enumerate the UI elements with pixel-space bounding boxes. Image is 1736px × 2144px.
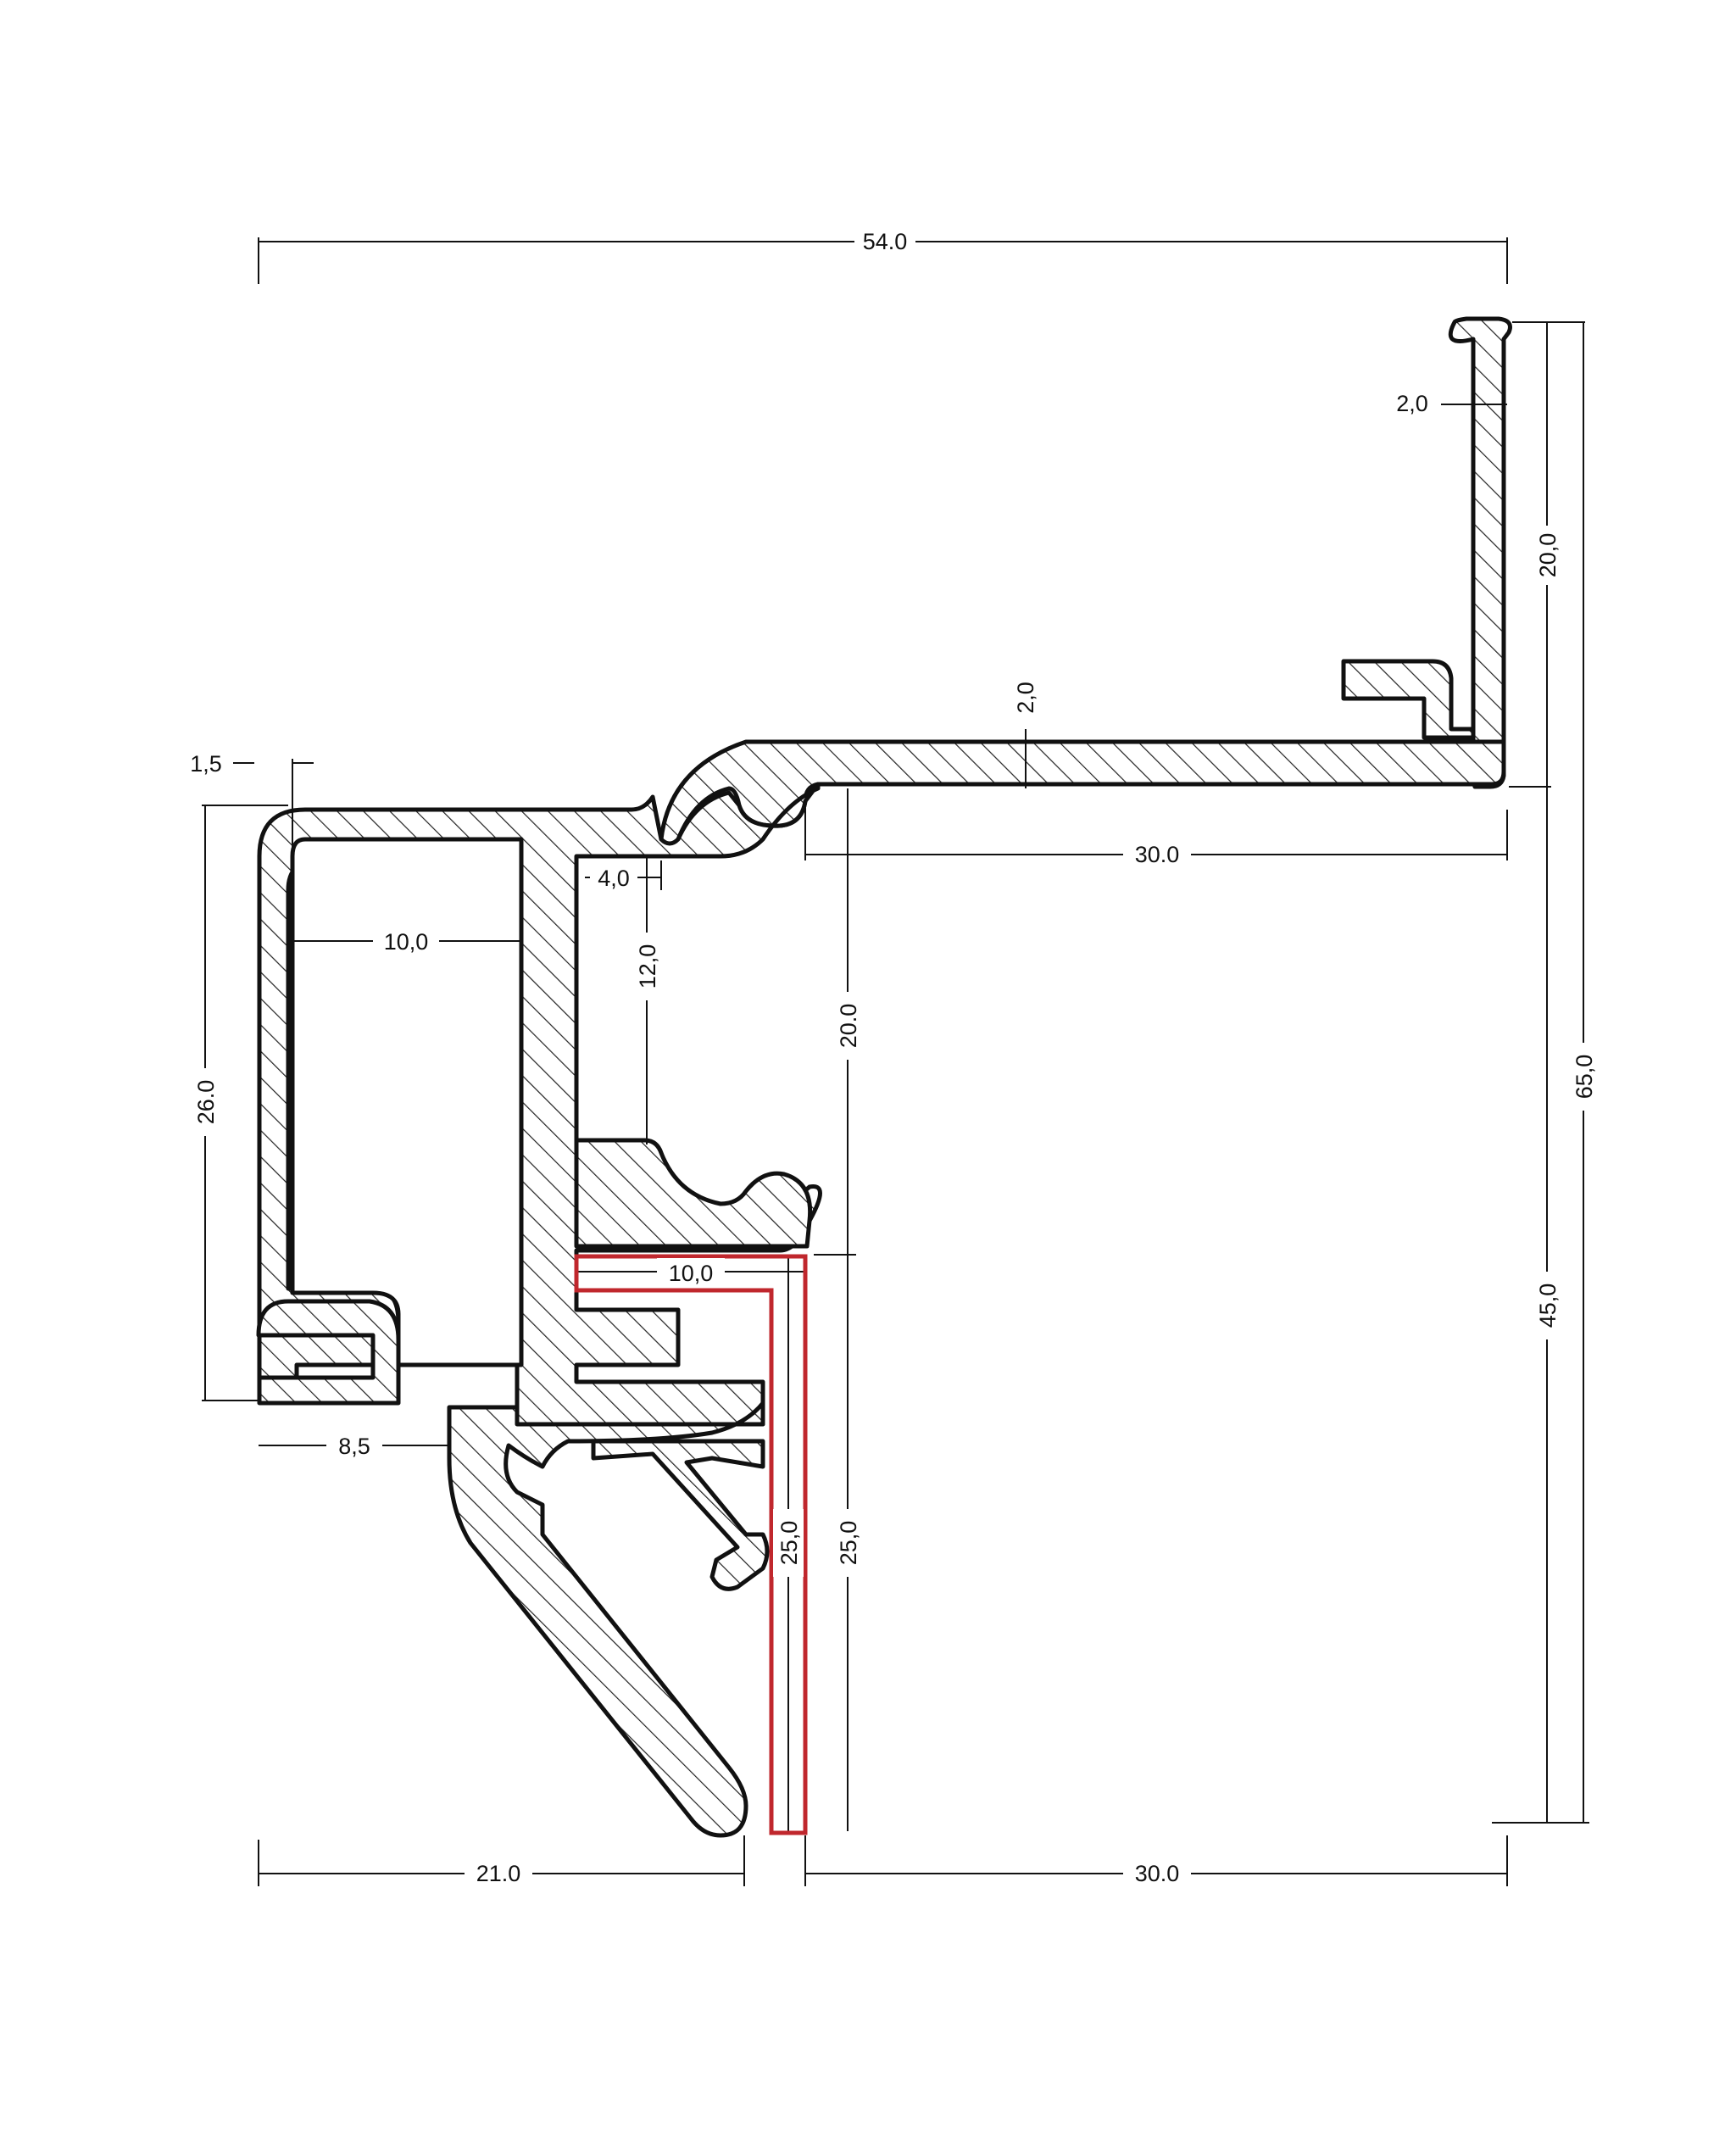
main-arm xyxy=(659,739,1506,850)
dim-foot: 8,5 xyxy=(338,1434,370,1459)
dim-slot-depth: 25,0 xyxy=(776,1521,802,1566)
left-foot xyxy=(256,1299,401,1406)
lower-clip xyxy=(591,1439,770,1591)
aluminium-profile xyxy=(256,316,1512,1838)
dim-inner-gap: 4,0 xyxy=(598,866,630,891)
dim-overall-height: 65,0 xyxy=(1572,1055,1597,1100)
dim-overall-width: 54.0 xyxy=(863,229,908,254)
top-flange xyxy=(1448,316,1512,789)
dim-top-flange-height: 20,0 xyxy=(1535,533,1561,578)
highlighted-slot xyxy=(574,1254,808,1835)
dim-top-span: 30.0 xyxy=(1135,842,1180,867)
dim-left-height: 26.0 xyxy=(193,1080,219,1125)
dimension-labels: 54.0 2,0 20,0 2,0 30.0 65,0 45,0 20.0 12… xyxy=(190,226,1599,1889)
dim-left-lip: 1,5 xyxy=(190,751,222,777)
dim-bottom-left: 21.0 xyxy=(476,1861,521,1886)
lower-leg xyxy=(447,1401,765,1838)
dim-lower-height: 45,0 xyxy=(1535,1284,1561,1328)
dim-inner-width: 10,0 xyxy=(384,929,429,955)
dim-lower-depth: 25,0 xyxy=(836,1521,861,1566)
dim-arm-thickness: 2,0 xyxy=(1013,682,1038,714)
dim-flange-thickness: 2,0 xyxy=(1396,391,1428,416)
dim-bottom-right: 30.0 xyxy=(1135,1861,1180,1886)
hollow-chamber xyxy=(290,837,524,1367)
top-arm xyxy=(1341,659,1476,740)
dim-channel-height: 20.0 xyxy=(836,1004,861,1049)
dim-inner-leg: 12,0 xyxy=(635,944,660,989)
dim-slot-width: 10,0 xyxy=(669,1261,714,1286)
middle-hook xyxy=(574,1138,813,1249)
